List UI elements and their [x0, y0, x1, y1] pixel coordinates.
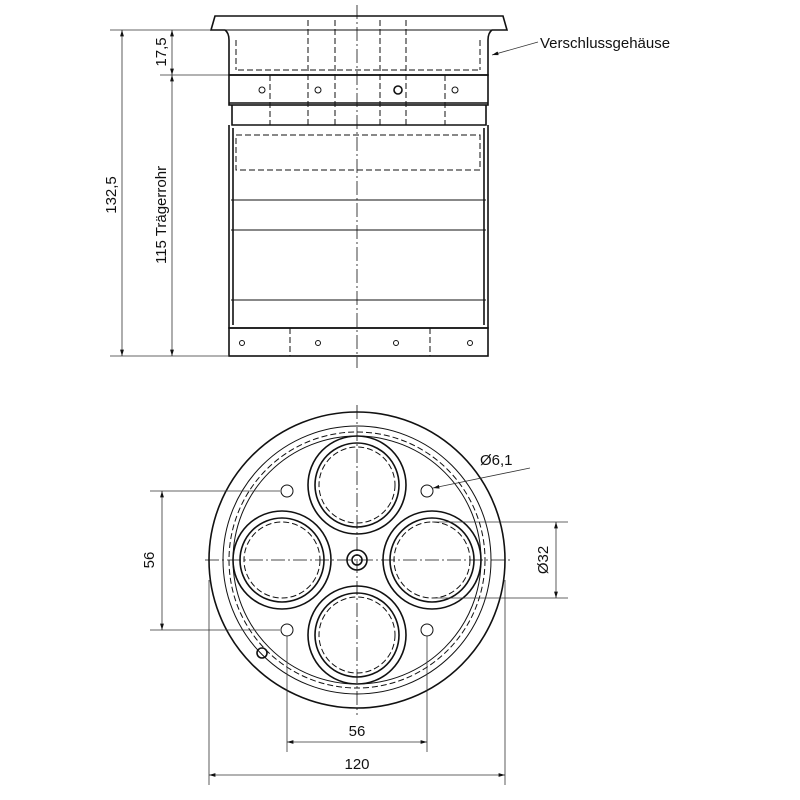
dim-top-label: 17,5 [153, 37, 170, 66]
housing-label: Verschlussgehäuse [540, 35, 670, 52]
top-view [205, 405, 512, 715]
dim-horizontal-spacing-label: 56 [349, 723, 366, 740]
dim-vertical-spacing-label: 56 [141, 552, 158, 569]
dim-total-label: 132,5 [103, 176, 120, 214]
dim-hole-label: Ø6,1 [480, 452, 513, 469]
side-view [209, 5, 509, 368]
dim-diameter-label: 120 [344, 756, 369, 773]
side-dimensions: 132,5 17,5 115 Trägerrohr Verschlussgehä… [103, 29, 670, 357]
dim-socket-label: Ø32 [535, 546, 552, 574]
dim-tube-label: 115 Trägerrohr [153, 166, 170, 264]
top-dimensions: 56 Ø32 56 120 Ø6,1 [141, 452, 568, 785]
